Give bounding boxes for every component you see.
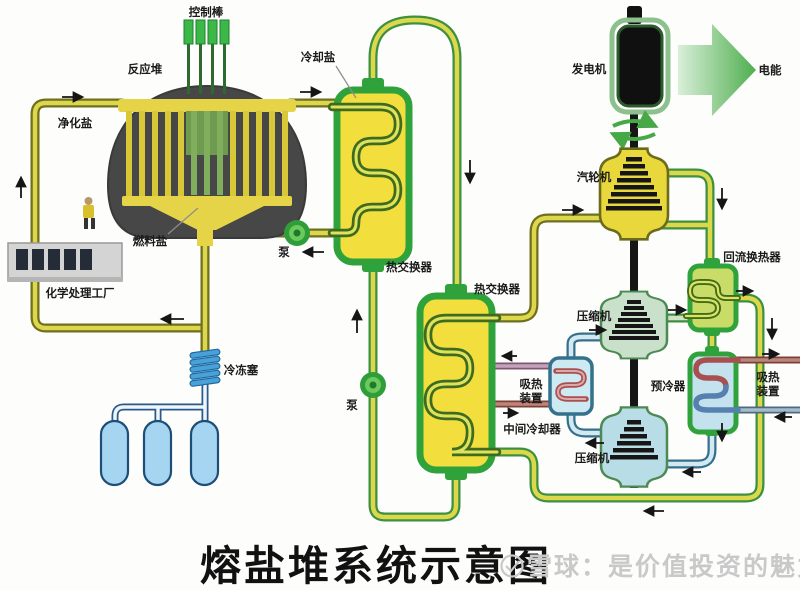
label-purified-salt: 净化盐 bbox=[58, 116, 93, 130]
label-generator: 发电机 bbox=[571, 62, 607, 76]
label-heat-sink-right-1: 吸热 bbox=[757, 370, 780, 384]
pump-primary-icon bbox=[284, 220, 310, 246]
fuel-channels bbox=[126, 111, 288, 199]
emergency-dump-tanks bbox=[99, 419, 220, 487]
coolant-salt-leader bbox=[335, 65, 357, 99]
worker-figure bbox=[83, 197, 95, 229]
compressor-lp-blades bbox=[610, 420, 658, 460]
label-chem-plant: 化学处理工厂 bbox=[46, 286, 115, 300]
precooler bbox=[687, 346, 741, 436]
control-rods bbox=[183, 19, 230, 94]
drain-tank-pipes bbox=[111, 378, 209, 428]
diagram-title: 熔盐堆系统示意图 bbox=[200, 543, 552, 589]
compressor-hp-blades bbox=[609, 300, 659, 340]
compressor-lp-body bbox=[599, 406, 669, 488]
shaft-rotation-arrows bbox=[609, 110, 659, 150]
chemical-plant bbox=[7, 242, 123, 282]
compressor-hp-body bbox=[599, 290, 669, 360]
pump-secondary-icon bbox=[360, 372, 386, 398]
component-labels: 控制棒 反应堆 冷却盐 净化盐 燃料盐 泵 化学处理工厂 冷冻塞 热交换器 热交… bbox=[46, 5, 782, 465]
flow-arrows bbox=[15, 86, 792, 517]
freeze-plug-coil bbox=[189, 348, 221, 387]
heat-sink-water-pipes bbox=[490, 356, 800, 414]
intercooler bbox=[548, 356, 594, 416]
heat-exchanger-primary bbox=[327, 78, 413, 272]
control-rod-channels bbox=[186, 111, 228, 195]
label-recuperator: 回流换热器 bbox=[723, 250, 781, 264]
label-reactor: 反应堆 bbox=[128, 62, 163, 76]
cool-gas-pipes bbox=[566, 332, 717, 469]
watermark-text: 雪球：是价值投资的魅力 bbox=[527, 552, 800, 581]
label-coolant-salt: 冷却盐 bbox=[301, 50, 336, 64]
label-hx-primary: 热交换器 bbox=[386, 260, 432, 274]
label-precooler: 预冷器 bbox=[651, 379, 686, 393]
turbine-body bbox=[598, 147, 670, 241]
label-pump-secondary: 泵 bbox=[346, 399, 358, 412]
plant-windows bbox=[16, 249, 92, 270]
electricity-arrow bbox=[678, 24, 756, 116]
fuel-salt-funnel bbox=[150, 206, 264, 230]
xueqiu-logo-icon bbox=[500, 554, 524, 578]
label-pump-primary: 泵 bbox=[278, 246, 290, 259]
label-electric-power: 电能 bbox=[759, 63, 782, 77]
xueqiu-watermark: 雪球：是价值投资的魅力 bbox=[500, 552, 800, 581]
recuperator bbox=[683, 258, 741, 336]
fuel-salt-leader bbox=[167, 207, 199, 235]
label-heat-sink-right-2: 装置 bbox=[756, 384, 780, 398]
label-intercooler: 中间冷却器 bbox=[503, 422, 561, 436]
coolant-salt-pipes bbox=[368, 15, 462, 522]
label-compressor-lp: 压缩机 bbox=[575, 451, 610, 465]
heat-exchanger-secondary bbox=[416, 284, 502, 480]
reactor-vessel bbox=[106, 84, 308, 246]
label-fuel-salt: 燃料盐 bbox=[132, 234, 168, 248]
label-hx-secondary: 热交换器 bbox=[474, 282, 520, 296]
label-freeze-plug: 冷冻塞 bbox=[224, 363, 259, 377]
turbine-blades bbox=[606, 157, 662, 211]
label-heat-sink-left-1: 吸热 bbox=[520, 377, 543, 391]
generator bbox=[609, 6, 671, 115]
label-control-rods: 控制棒 bbox=[189, 5, 224, 19]
label-turbine: 汽轮机 bbox=[577, 170, 612, 184]
label-heat-sink-left-2: 装置 bbox=[519, 391, 543, 405]
label-compressor-hp: 压缩机 bbox=[577, 309, 612, 323]
